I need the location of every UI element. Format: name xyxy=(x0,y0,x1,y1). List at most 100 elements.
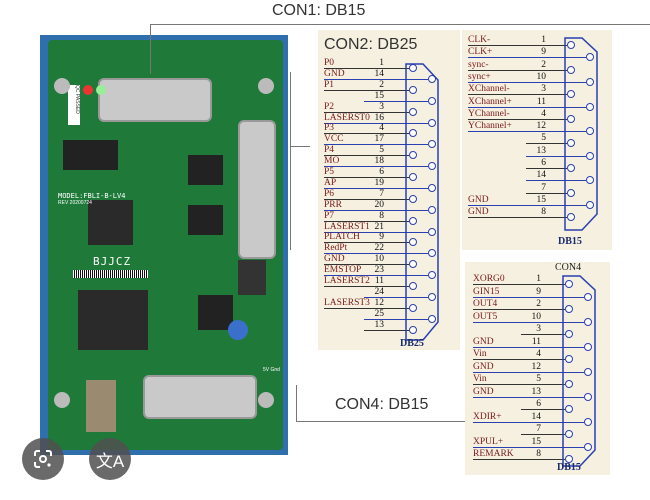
pin-number: 24 xyxy=(374,286,385,297)
screw xyxy=(54,78,70,94)
pin-number: 8 xyxy=(541,207,546,218)
pin-wire xyxy=(526,180,586,182)
pin-contact xyxy=(584,367,592,376)
pin-contact xyxy=(428,140,436,149)
pin-contact xyxy=(428,227,436,236)
pin-number: 2 xyxy=(379,79,384,90)
pin-number: 5 xyxy=(541,133,546,144)
pin-number: 7 xyxy=(541,182,546,193)
pin-wire xyxy=(324,253,428,255)
con1-leader-v xyxy=(150,24,151,74)
pin-label: EMSTOP xyxy=(324,265,362,276)
qc-sticker: QC PASSED xyxy=(68,85,80,125)
pin-number: 1 xyxy=(536,274,541,284)
pin-label: P0 xyxy=(324,58,335,68)
pin-number: 10 xyxy=(536,71,547,82)
pin-label: GND xyxy=(324,254,345,265)
db15-connector-outline xyxy=(562,275,596,467)
pin-number: 14 xyxy=(374,68,385,79)
pin-contact xyxy=(567,114,575,123)
pin-contact xyxy=(409,325,417,334)
pin-number: 8 xyxy=(379,210,384,221)
pin-label: XORG0 xyxy=(473,274,505,284)
brand-text: BJJCZ xyxy=(93,255,132,268)
pin-number: 7 xyxy=(379,188,384,199)
pin-contact xyxy=(567,65,575,74)
pin-number: 16 xyxy=(374,112,385,123)
pin-contact xyxy=(565,455,573,463)
db25-footer: DB25 xyxy=(400,338,424,349)
pin-contact xyxy=(428,249,436,258)
pin-contact xyxy=(584,292,592,301)
pin-label: LASERST0 xyxy=(324,112,370,123)
pin-wire xyxy=(324,89,409,91)
pin-number: 10 xyxy=(374,254,385,265)
pin-label: GND xyxy=(473,361,494,372)
pin-wire xyxy=(324,264,409,266)
translate-icon: 文A xyxy=(95,451,125,471)
pin-contact xyxy=(586,77,594,86)
pin-number: 1 xyxy=(541,35,546,45)
chip xyxy=(63,140,118,170)
pin-wire xyxy=(324,286,409,287)
pin-label: GND xyxy=(468,194,489,205)
pin-wire xyxy=(473,396,584,398)
google-lens-button[interactable] xyxy=(22,438,64,480)
pin-wire xyxy=(468,106,586,108)
pin-label: XChannel+ xyxy=(468,96,512,107)
pin-wire xyxy=(473,321,584,323)
pin-contact xyxy=(565,430,573,438)
pin-number: 3 xyxy=(536,324,541,334)
pin-number: 15 xyxy=(531,436,542,447)
translate-button[interactable]: 文A xyxy=(89,438,131,480)
screw xyxy=(54,392,70,408)
pin-contact xyxy=(409,282,417,290)
pin-number: 9 xyxy=(536,286,541,297)
pin-label: MO xyxy=(324,156,340,167)
pin-label: PLATCH xyxy=(324,232,360,243)
con1-leader xyxy=(150,24,650,25)
pin-number: 1 xyxy=(379,58,384,68)
pin-wire xyxy=(521,334,565,335)
pin-contact xyxy=(567,41,575,49)
pin-wire xyxy=(521,409,565,410)
con1-callout: CON1: DB15 xyxy=(272,2,366,19)
pin-number: 21 xyxy=(374,221,385,232)
con2-leader-h xyxy=(290,146,310,147)
pcb-board: QC PASSED MODEL:FBLI-B-LV4 REV 20200724 … xyxy=(48,40,283,450)
pin-number: 13 xyxy=(374,319,385,330)
pin-number: 9 xyxy=(541,47,546,58)
pin-wire xyxy=(526,143,567,145)
pin-contact xyxy=(586,102,594,111)
pin-number: 13 xyxy=(531,386,542,397)
pin-contact xyxy=(409,216,417,225)
pin-label: GIN15 xyxy=(473,286,500,297)
pin-label: XChannel- xyxy=(468,84,510,95)
pin-wire xyxy=(526,155,586,157)
led-red xyxy=(83,85,93,95)
pin-number: 12 xyxy=(374,297,385,308)
pin-number: 3 xyxy=(379,101,384,112)
pin-number: 3 xyxy=(541,84,546,95)
pin-wire xyxy=(364,100,428,102)
pin-label: P6 xyxy=(324,188,335,199)
pin-wire xyxy=(324,307,409,309)
pin-wire xyxy=(324,209,428,211)
screw xyxy=(258,78,274,94)
pin-contact xyxy=(428,96,436,105)
pin-wire xyxy=(473,421,584,423)
pin-label: CLK- xyxy=(468,35,491,45)
regulator xyxy=(238,260,266,295)
chip xyxy=(188,205,223,235)
screw xyxy=(258,392,274,408)
pin-label: VCC xyxy=(324,134,344,145)
pin-label: P1 xyxy=(324,79,335,90)
pin-number: 4 xyxy=(541,108,546,119)
pin-number: 2 xyxy=(536,299,541,309)
google-lens-icon xyxy=(34,450,52,468)
pin-contact xyxy=(586,127,594,136)
pin-label: sync+ xyxy=(468,71,491,82)
pin-number: 12 xyxy=(531,361,542,372)
pin-label: XPUL+ xyxy=(473,436,504,447)
